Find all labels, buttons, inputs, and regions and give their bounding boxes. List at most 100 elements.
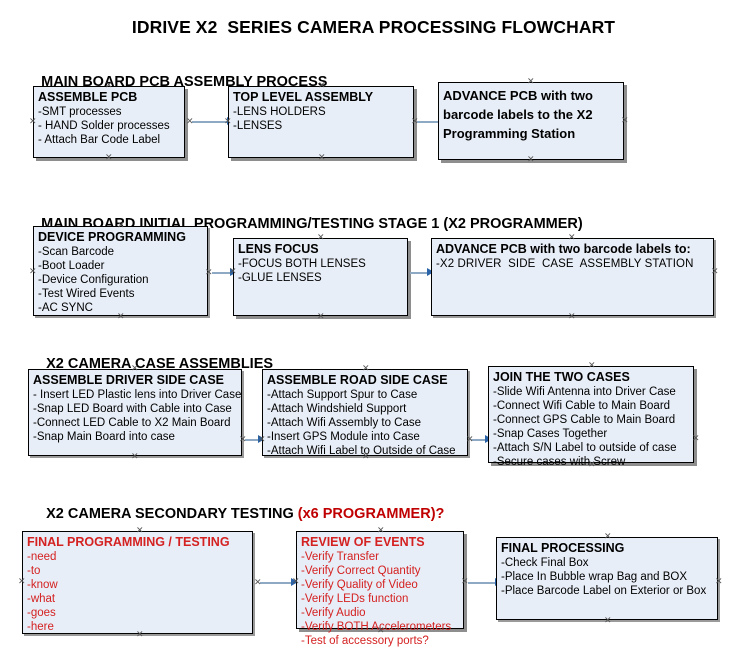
box-content: JOIN THE TWO CASES -Slide Wifi Antenna i… (489, 367, 693, 469)
box-line: -Place Barcode Label on Exterior or Box (501, 585, 707, 597)
box-line-overflow: -Test of accessory ports? (301, 635, 429, 647)
box-content: LENS FOCUS -FOCUS BOTH LENSES -GLUE LENS… (234, 239, 407, 285)
box-line: -Check Final Box (501, 557, 589, 569)
section-heading-text: X2 CAMERA SECONDARY TESTING (46, 506, 298, 522)
box-line: -Place In Bubble wrap Bag and BOX (501, 571, 688, 583)
resize-handle-bottom[interactable] (588, 461, 595, 468)
resize-handle-bottom[interactable] (136, 631, 143, 638)
box-line: -Attach Support Spur to Case (267, 389, 418, 401)
connector-handle-start[interactable] (254, 579, 261, 586)
resize-handle-top[interactable] (136, 527, 143, 534)
resize-handle-right[interactable] (621, 117, 628, 124)
box-line: -Connect LED Cable to X2 Main Board (33, 417, 231, 429)
resize-handle-top[interactable] (117, 222, 124, 229)
box-content: ASSEMBLE ROAD SIDE CASE -Attach Support … (263, 370, 467, 458)
resize-handle-top[interactable] (131, 365, 138, 372)
box-top-level-assembly[interactable]: TOP LEVEL ASSEMBLY -LENS HOLDERS -LENSES (228, 86, 414, 158)
resize-handle-top[interactable] (568, 234, 575, 241)
box-line: -Verify BOTH Accelerometers (301, 621, 452, 633)
box-line: -Attach Windshield Support (267, 403, 407, 415)
resize-handle-bottom[interactable] (604, 617, 611, 624)
connector-handle-start[interactable] (205, 269, 212, 276)
box-line: -LENS HOLDERS (233, 106, 326, 118)
box-final-processing[interactable]: FINAL PROCESSING -Check Final Box -Place… (496, 537, 718, 620)
connector-handle-start[interactable] (186, 118, 193, 125)
box-line: -Verify Audio (301, 607, 366, 619)
resize-handle-left[interactable] (29, 118, 36, 125)
resize-handle-bottom[interactable] (317, 313, 324, 320)
box-line: -Scan Barcode (38, 246, 115, 258)
box-line: -Connect GPS Cable to Main Board (493, 414, 676, 426)
resize-handle-bottom[interactable] (377, 627, 384, 634)
box-line: -LENSES (233, 120, 283, 132)
resize-handle-bottom[interactable] (568, 313, 575, 320)
resize-handle-bottom[interactable] (131, 453, 138, 460)
resize-handle-top[interactable] (377, 527, 384, 534)
box-device-programming[interactable]: DEVICE PROGRAMMING -Scan Barcode -Boot L… (33, 226, 208, 316)
connector-handle-start[interactable] (239, 436, 246, 443)
resize-handle-bottom[interactable] (527, 156, 534, 163)
box-advance-pcb-driver-side-case[interactable]: ADVANCE PCB with two barcode labels to: … (431, 238, 714, 316)
resize-handle-top[interactable] (527, 78, 534, 85)
box-assemble-road-side-case[interactable]: ASSEMBLE ROAD SIDE CASE -Attach Support … (262, 369, 468, 458)
connector-top-level-to-advance-pcb[interactable] (417, 121, 445, 123)
box-line: -know (27, 579, 58, 591)
box-title: TOP LEVEL ASSEMBLY (233, 90, 374, 104)
box-line: -Secure cases with Screw (493, 456, 626, 468)
resize-handle-right[interactable] (692, 435, 699, 442)
box-title: ASSEMBLE PCB (38, 90, 138, 104)
resize-handle-bottom[interactable] (362, 453, 369, 460)
resize-handle-top[interactable] (362, 365, 369, 372)
page-title: IDRIVE X2 SERIES CAMERA PROCESSING FLOWC… (131, 17, 616, 37)
resize-handle-bottom[interactable] (105, 154, 112, 161)
resize-handle-right[interactable] (461, 578, 468, 585)
box-advance-pcb-programming-station[interactable]: ADVANCE PCB with two barcode labels to t… (438, 82, 624, 160)
resize-handle-left[interactable] (224, 118, 231, 125)
connector-road-case-to-join-cases[interactable] (471, 439, 489, 441)
box-content: ADVANCE PCB with two barcode labels to: … (432, 239, 713, 271)
connector-final-programming-to-review-events[interactable] (260, 582, 295, 584)
connector-device-programming-to-lens-focus[interactable] (212, 272, 234, 274)
connector-driver-case-to-road-case[interactable] (245, 439, 263, 441)
box-assemble-pcb[interactable]: ASSEMBLE PCB -SMT processes - HAND Solde… (33, 86, 185, 158)
resize-handle-top[interactable] (588, 362, 595, 369)
box-lens-focus[interactable]: LENS FOCUS -FOCUS BOTH LENSES -GLUE LENS… (233, 238, 408, 316)
box-title: REVIEW OF EVENTS (301, 535, 425, 549)
section-heading-accent: (x6 PROGRAMMER)? (297, 506, 445, 522)
connector-lens-focus-to-advance-pcb[interactable] (410, 272, 432, 274)
resize-handle-right[interactable] (711, 268, 718, 275)
resize-handle-top[interactable] (318, 82, 325, 89)
box-line: -Device Configuration (38, 274, 149, 286)
box-content: ASSEMBLE PCB -SMT processes - HAND Solde… (34, 87, 184, 147)
resize-handle-right[interactable] (715, 578, 722, 585)
resize-handle-left[interactable] (258, 436, 265, 443)
box-join-the-two-cases[interactable]: JOIN THE TWO CASES -Slide Wifi Antenna i… (488, 366, 694, 468)
resize-handle-left[interactable] (229, 268, 236, 275)
box-line: -SMT processes (38, 106, 122, 118)
connector-handle-start[interactable] (466, 436, 473, 443)
resize-handle-top[interactable] (317, 234, 324, 241)
connector-assemble-pcb-to-top-level[interactable] (192, 121, 230, 123)
resize-handle-bottom[interactable] (318, 154, 325, 161)
arrowhead-icon (427, 268, 434, 276)
box-line: -Insert GPS Module into Case (267, 431, 420, 443)
box-final-programming-testing[interactable]: FINAL PROGRAMMING / TESTING -need -to -k… (22, 531, 253, 634)
box-title: ASSEMBLE DRIVER SIDE CASE (33, 373, 225, 387)
box-review-of-events[interactable]: REVIEW OF EVENTS -Verify Transfer -Verif… (296, 531, 464, 647)
resize-handle-bottom[interactable] (117, 313, 124, 320)
box-line: -Verify Transfer (301, 551, 379, 563)
box-title: FINAL PROGRAMMING / TESTING (27, 535, 230, 549)
box-assemble-driver-side-case[interactable]: ASSEMBLE DRIVER SIDE CASE - Insert LED P… (28, 369, 242, 456)
connector-review-events-to-final-processing[interactable] (468, 582, 498, 584)
box-title: JOIN THE TWO CASES (493, 370, 630, 384)
resize-handle-left[interactable] (292, 578, 299, 585)
box-content: ASSEMBLE DRIVER SIDE CASE - Insert LED P… (29, 370, 241, 444)
resize-handle-top[interactable] (105, 82, 112, 89)
box-line: -Snap Main Board into case (33, 431, 175, 443)
box-title: LENS FOCUS (238, 242, 319, 256)
box-line: -need (27, 551, 57, 563)
resize-handle-top[interactable] (604, 533, 611, 540)
resize-handle-left[interactable] (29, 268, 36, 275)
resize-handle-left[interactable] (18, 578, 25, 585)
box-line: -Verify Correct Quantity (301, 565, 421, 577)
